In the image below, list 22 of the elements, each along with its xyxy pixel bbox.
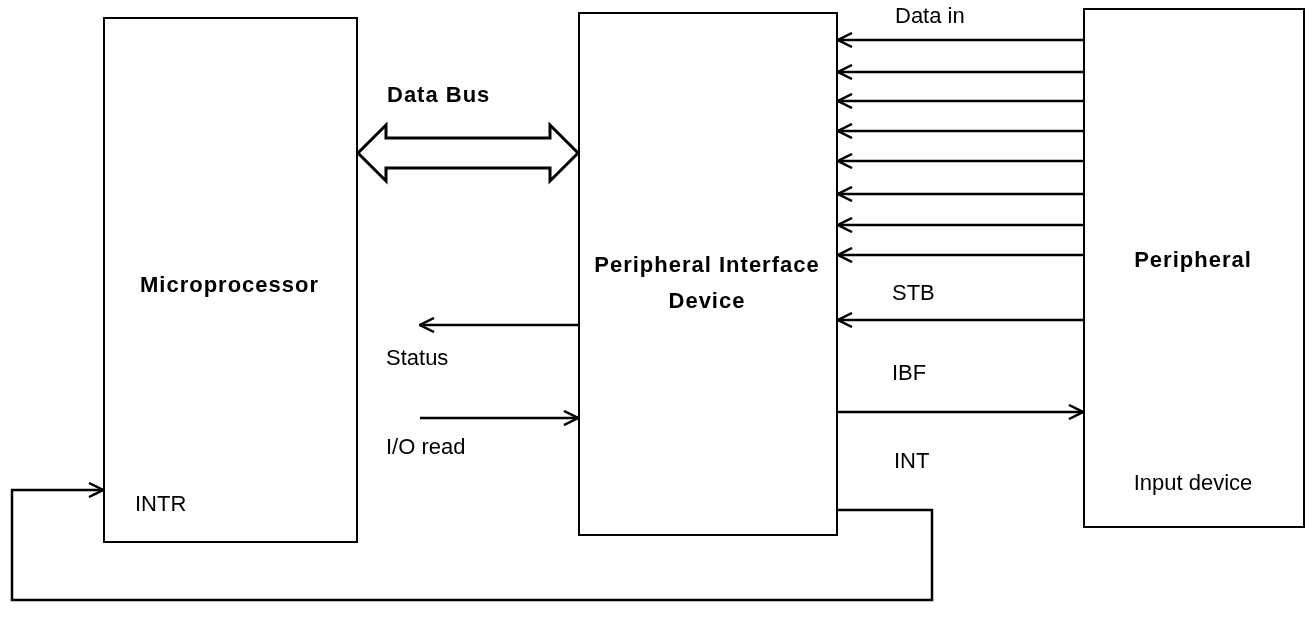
arrow bbox=[836, 31, 1083, 49]
node-title: Peripheral bbox=[1133, 246, 1253, 274]
pin-label: INTR bbox=[135, 490, 187, 518]
arrow bbox=[836, 63, 1083, 81]
node-title: Microprocessor bbox=[138, 271, 321, 299]
arrow bbox=[836, 185, 1083, 203]
peripheral-box bbox=[1083, 8, 1305, 528]
node-subtitle: Input device bbox=[1132, 469, 1254, 497]
bus-arrow bbox=[355, 121, 581, 185]
arrow bbox=[836, 311, 1083, 329]
node-title: Peripheral Interface Device bbox=[593, 251, 821, 315]
arrow bbox=[836, 92, 1083, 110]
arrow bbox=[10, 481, 934, 602]
arrow bbox=[836, 216, 1083, 234]
arrow bbox=[420, 409, 580, 427]
arrow bbox=[418, 316, 578, 334]
arrow bbox=[836, 246, 1083, 264]
arrow bbox=[838, 403, 1085, 421]
arrow bbox=[836, 152, 1083, 170]
arrow bbox=[836, 122, 1083, 140]
interface-device-box bbox=[578, 12, 838, 536]
microprocessor-box bbox=[103, 17, 358, 543]
